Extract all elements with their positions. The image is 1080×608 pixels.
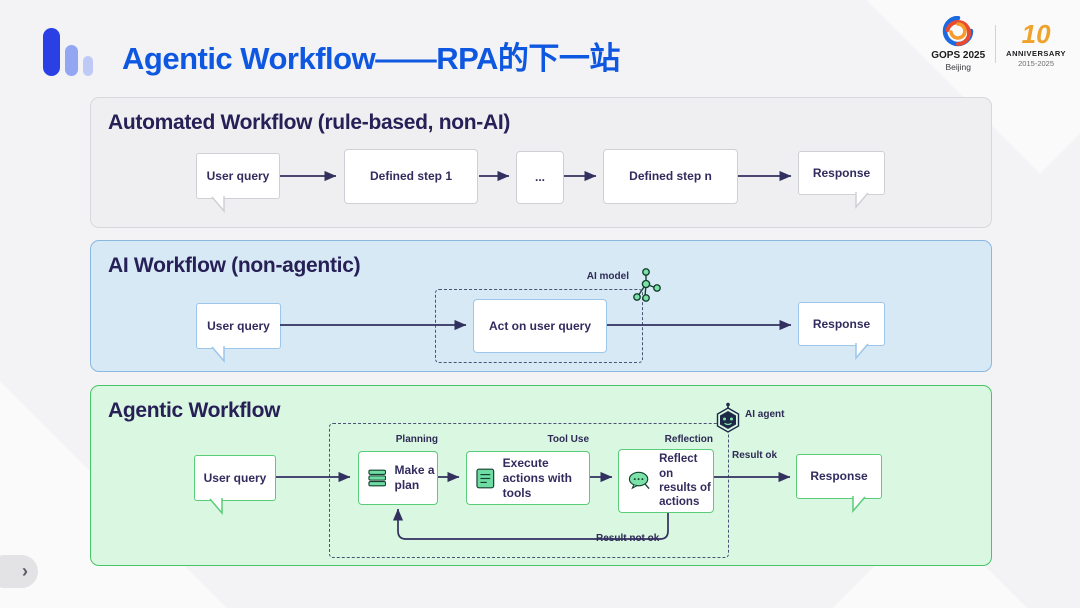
bubble-tail (209, 498, 223, 515)
gops-logo: GOPS 2025 Beijing (931, 16, 985, 72)
node-defined-step-1: Defined step 1 (344, 149, 478, 204)
panel-ai-workflow: AI Workflow (non-agentic) AI model User … (90, 240, 992, 372)
reflection-chat-icon (628, 471, 650, 490)
next-slide-button[interactable]: › (0, 555, 38, 588)
bubble-tail (211, 346, 225, 363)
planning-layers-icon (368, 469, 387, 487)
stage-label-reflection: Reflection (664, 434, 713, 445)
node-user-query: User query (196, 153, 280, 213)
ai-agent-label: AI agent (745, 409, 785, 420)
ai-agent-icon (716, 402, 740, 433)
brand-logos: GOPS 2025 Beijing 10 ANNIVERSARY 2015-20… (931, 16, 1066, 72)
bubble-tail (852, 496, 866, 513)
tool-document-icon (476, 468, 495, 488)
bar-chart-logo-icon (43, 28, 95, 76)
panel-agentic-title: Agentic Workflow (108, 399, 281, 422)
ai-agent-boundary (329, 423, 729, 558)
edge-label-result-not-ok: Result not ok (588, 533, 668, 544)
node-user-query: User query (196, 303, 281, 363)
gops-subtitle: Beijing (945, 62, 971, 72)
node-defined-step-n: Defined step n (603, 149, 738, 204)
gops-swirl-icon (942, 16, 974, 47)
chevron-right-icon: › (22, 561, 28, 581)
anniversary-years: 2015-2025 (1018, 58, 1055, 68)
slide-header: Agentic Workflow——RPA的下一站 GOPS 2025 Beij… (0, 0, 1080, 95)
slide-title: Agentic Workflow——RPA的下一站 (122, 41, 620, 76)
node-user-query: User query (194, 455, 276, 515)
gops-title: GOPS 2025 (931, 50, 986, 61)
bubble-tail (211, 196, 225, 213)
stage-label-tool-use: Tool Use (547, 434, 589, 445)
node-act-on-user-query: Act on user query (473, 299, 607, 353)
ai-model-icon (633, 268, 661, 302)
panel-automated-title: Automated Workflow (rule-based, non-AI) (108, 111, 511, 134)
edge-label-result-ok: Result ok (732, 450, 778, 461)
anniversary-number: 10 (1021, 18, 1051, 49)
panel-automated-workflow: Automated Workflow (rule-based, non-AI) … (90, 97, 992, 228)
node-reflect: Reflect on results of actions (618, 449, 714, 513)
node-execute-actions: Execute actions with tools (466, 451, 590, 505)
node-response: Response (798, 302, 885, 360)
ai-model-boundary (435, 289, 643, 363)
node-response: Response (798, 151, 885, 209)
node-response: Response (796, 454, 882, 513)
bubble-tail (855, 192, 869, 209)
brand-divider (995, 25, 997, 63)
ai-model-label: AI model (586, 271, 629, 282)
node-ellipsis: ... (516, 151, 564, 204)
stage-label-planning: Planning (395, 434, 438, 445)
anniversary-title: ANNIVERSARY (1006, 48, 1066, 58)
node-make-a-plan: Make a plan (358, 451, 438, 505)
anniversary-logo: 10 ANNIVERSARY 2015-2025 (1006, 21, 1066, 68)
bubble-tail (855, 343, 869, 360)
panel-agentic-workflow: Agentic Workflow Planning Tool Use Refle… (90, 385, 992, 566)
panel-ai-title: AI Workflow (non-agentic) (108, 254, 361, 277)
